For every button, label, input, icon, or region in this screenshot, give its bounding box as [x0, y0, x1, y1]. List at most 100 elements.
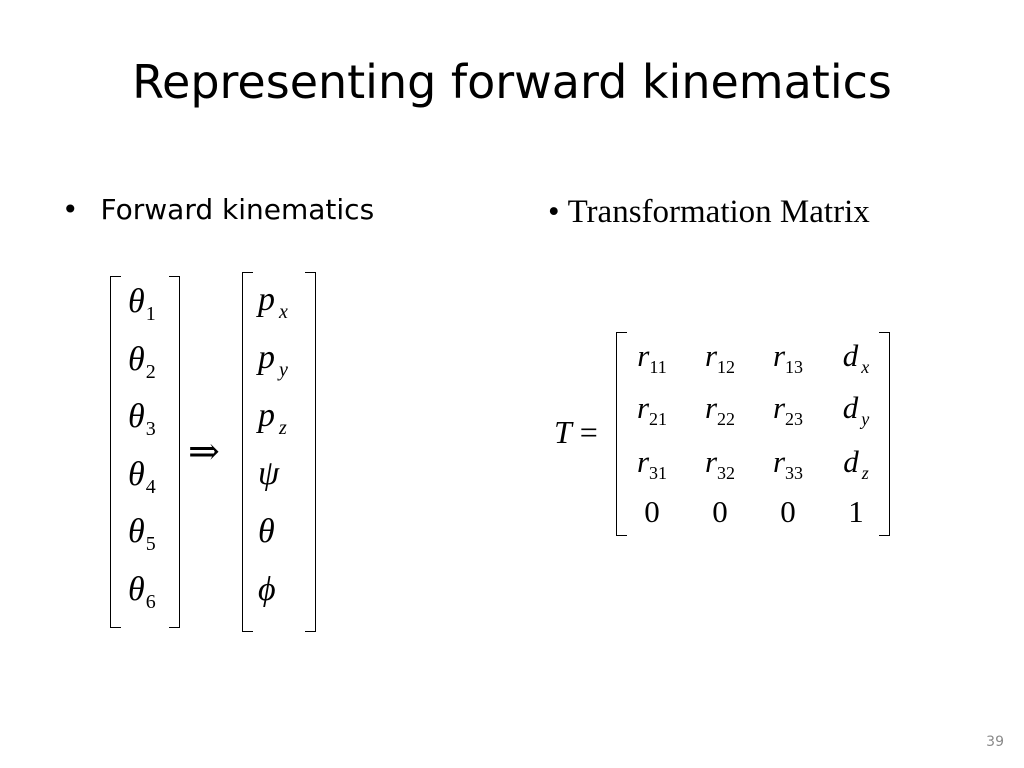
- page-number: 39: [986, 734, 1004, 750]
- matrix-number: 1: [848, 494, 864, 529]
- slide-title: Representing forward kinematics: [132, 55, 892, 109]
- entry-subscript: 2: [145, 360, 156, 383]
- matrix-subscript: 23: [785, 409, 804, 429]
- matrix-number: 0: [712, 494, 728, 529]
- left-bracket: [616, 332, 627, 536]
- matrix-subscript: x: [861, 357, 870, 377]
- entry-symbol: p: [258, 281, 275, 318]
- bullet-dot: •: [548, 194, 560, 230]
- entry-subscript: 4: [145, 475, 156, 498]
- bullet-text: Transformation Matrix: [567, 194, 870, 230]
- transform-variable: T: [554, 414, 572, 450]
- matrix-cell: r32: [690, 442, 750, 486]
- matrix-symbol: r: [636, 444, 650, 479]
- matrix-symbol: r: [772, 390, 786, 425]
- entry-symbol: θ: [128, 398, 145, 435]
- entry-symbol: p: [258, 397, 275, 434]
- entry-symbol: θ: [128, 283, 145, 320]
- matrix-symbol: d: [842, 338, 859, 373]
- matrix-number: 0: [780, 494, 796, 529]
- joint-angle-entry: θ1: [110, 282, 180, 326]
- entry-symbol: θ: [128, 513, 145, 550]
- matrix-subscript: 12: [717, 357, 736, 377]
- joint-angle-entry: θ5: [110, 512, 180, 556]
- matrix-subscript: 32: [717, 463, 736, 483]
- matrix-cell: r21: [622, 388, 682, 432]
- right-bracket: [169, 276, 180, 628]
- entry-symbol: ϕ: [258, 571, 276, 608]
- matrix-cell: r12: [690, 336, 750, 380]
- equals-sign: =: [579, 414, 598, 450]
- entry-subscript: y: [279, 359, 288, 381]
- matrix-cell: r23: [758, 388, 818, 432]
- matrix-symbol: r: [704, 390, 718, 425]
- bullet-text: Forward kinematics: [100, 193, 375, 226]
- matrix-row: 0 0 0 1: [616, 492, 890, 542]
- entry-symbol: ψ: [258, 455, 280, 492]
- pose-entry: ψ: [242, 454, 316, 494]
- matrix-subscript: 22: [717, 409, 736, 429]
- bullet-forward-kinematics: • Forward kinematics: [62, 192, 374, 228]
- entry-symbol: θ: [258, 513, 275, 550]
- matrix-symbol: r: [636, 390, 650, 425]
- entry-subscript: 3: [145, 418, 156, 440]
- matrix-subscript: 21: [649, 409, 668, 429]
- left-bracket: [242, 272, 253, 632]
- matrix-symbol: d: [842, 390, 859, 425]
- matrix-subscript: z: [861, 463, 869, 483]
- joint-angle-entry: θ2: [110, 340, 180, 384]
- matrix-cell: 0: [758, 492, 818, 532]
- matrix-cell: 0: [690, 492, 750, 532]
- matrix-number: 0: [644, 494, 660, 529]
- right-bracket: [879, 332, 890, 536]
- matrix-cell: r11: [622, 336, 682, 380]
- bullet-dot: •: [62, 193, 79, 226]
- matrix-cell: 1: [826, 492, 886, 532]
- matrix-cell: r33: [758, 442, 818, 486]
- matrix-cell: r13: [758, 336, 818, 380]
- left-bracket: [110, 276, 121, 628]
- matrix-cell: r31: [622, 442, 682, 486]
- entry-symbol: θ: [128, 455, 145, 493]
- matrix-cell: r22: [690, 388, 750, 432]
- matrix-cell: 0: [622, 492, 682, 532]
- matrix-symbol: r: [772, 444, 786, 479]
- matrix-symbol: r: [704, 338, 718, 373]
- entry-subscript: x: [279, 301, 288, 323]
- entry-symbol: θ: [128, 340, 145, 378]
- matrix-subscript: y: [861, 409, 870, 429]
- implies-arrow: ⇒: [188, 431, 220, 473]
- matrix-symbol: r: [637, 338, 650, 373]
- entry-subscript: 6: [145, 590, 156, 613]
- entry-symbol: p: [258, 339, 275, 376]
- matrix-symbol: r: [704, 444, 718, 479]
- entry-subscript: 1: [145, 303, 156, 325]
- joint-angle-entry: θ6: [110, 570, 180, 614]
- matrix-subscript: 33: [785, 463, 804, 483]
- matrix-symbol: r: [772, 338, 786, 373]
- entry-subscript: z: [279, 417, 287, 439]
- matrix-subscript: 31: [649, 463, 668, 483]
- bullet-transformation-matrix: •Transformation Matrix: [548, 194, 870, 230]
- matrix-subscript: 13: [785, 357, 804, 377]
- entry-symbol: θ: [128, 570, 145, 608]
- matrix-subscript: 11: [649, 357, 667, 377]
- joint-angle-entry: θ3: [110, 397, 180, 441]
- joint-angle-entry: θ4: [110, 455, 180, 499]
- pose-entry: ϕ: [242, 570, 316, 610]
- matrix-symbol: d: [843, 444, 859, 479]
- transform-lhs: T =: [554, 412, 598, 452]
- pose-entry: θ: [242, 512, 316, 552]
- right-bracket: [305, 272, 316, 632]
